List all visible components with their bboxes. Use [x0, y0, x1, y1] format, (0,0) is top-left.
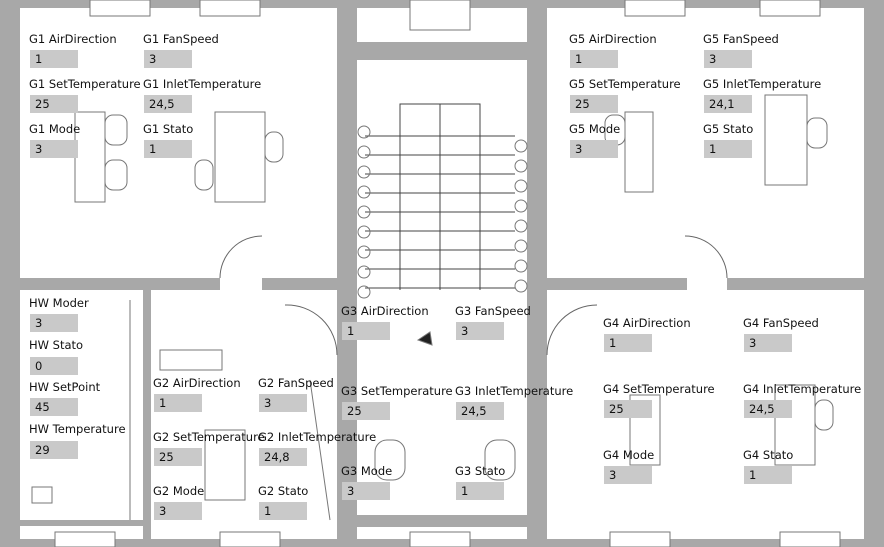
hw-setpoint-label: HW SetPoint	[29, 380, 101, 394]
g4-set-temperature-value: 25	[604, 400, 652, 418]
g5-air-direction-label: G5 AirDirection	[569, 32, 657, 46]
g5-fan-speed-value: 3	[704, 50, 752, 68]
g5-set-temperature-label: G5 SetTemperature	[569, 77, 681, 91]
g1-mode-label: G1 Mode	[29, 122, 81, 136]
doors	[219, 235, 728, 356]
g4-inlet-temperature-label: G4 InletTemperature	[743, 382, 862, 396]
g5-air-direction-value: 1	[570, 50, 618, 68]
g3-inlet-temperature-value: 24,5	[456, 402, 504, 420]
g1-mode-value: 3	[30, 140, 78, 158]
g1-set-temperature-label: G1 SetTemperature	[29, 77, 141, 91]
g2-inlet-temperature-label: G2 InletTemperature	[258, 430, 377, 444]
g4-stato-value: 1	[744, 466, 792, 484]
g4-set-temperature-label: G4 SetTemperature	[603, 382, 715, 396]
g3-mode-label: G3 Mode	[341, 464, 393, 478]
hw-setpoint-value: 45	[30, 398, 78, 416]
g4-fan-speed-value: 3	[744, 334, 792, 352]
g3-set-temperature-label: G3 SetTemperature	[341, 384, 453, 398]
g1-fan-speed-value: 3	[144, 50, 192, 68]
g1-inlet-temperature-label: G1 InletTemperature	[143, 77, 262, 91]
g5-inlet-temperature-value: 24,1	[704, 95, 752, 113]
hw-stato-label: HW Stato	[29, 338, 84, 352]
hw-moder-label: HW Moder	[29, 296, 89, 310]
g5-stato-value: 1	[704, 140, 752, 158]
g2-set-temperature-value: 25	[154, 448, 202, 466]
g3-stato-value: 1	[456, 482, 504, 500]
g2-fan-speed-label: G2 FanSpeed	[258, 376, 334, 390]
g1-set-temperature-value: 25	[30, 95, 78, 113]
g2-air-direction-label: G2 AirDirection	[153, 376, 241, 390]
g4-mode-value: 3	[604, 466, 652, 484]
g5-mode-value: 3	[570, 140, 618, 158]
hw-temperature-label: HW Temperature	[29, 422, 126, 436]
g2-mode-label: G2 Mode	[153, 484, 205, 498]
g2-stato-value: 1	[259, 502, 307, 520]
g3-fan-speed-label: G3 FanSpeed	[455, 304, 531, 318]
g1-stato-value: 1	[144, 140, 192, 158]
windows	[54, 0, 841, 547]
g4-air-direction-label: G4 AirDirection	[603, 316, 691, 330]
g3-fan-speed-value: 3	[456, 322, 504, 340]
g2-inlet-temperature-value: 24,8	[259, 448, 307, 466]
g5-mode-label: G5 Mode	[569, 122, 621, 136]
g1-air-direction-label: G1 AirDirection	[29, 32, 117, 46]
g3-stato-label: G3 Stato	[455, 464, 506, 478]
g4-stato-label: G4 Stato	[743, 448, 794, 462]
g4-mode-label: G4 Mode	[603, 448, 655, 462]
g2-fan-speed-value: 3	[259, 394, 307, 412]
g2-set-temperature-label: G2 SetTemperature	[153, 430, 265, 444]
g5-fan-speed-label: G5 FanSpeed	[703, 32, 779, 46]
g4-fan-speed-label: G4 FanSpeed	[743, 316, 819, 330]
g2-mode-value: 3	[154, 502, 202, 520]
g5-stato-label: G5 Stato	[703, 122, 754, 136]
g3-air-direction-label: G3 AirDirection	[341, 304, 429, 318]
g5-inlet-temperature-label: G5 InletTemperature	[703, 77, 822, 91]
hw-stato-value: 0	[30, 357, 78, 375]
g3-air-direction-value: 1	[342, 322, 390, 340]
g1-inlet-temperature-value: 24,5	[144, 95, 192, 113]
g4-inlet-temperature-value: 24,5	[744, 400, 792, 418]
staircase	[365, 103, 515, 290]
g2-stato-label: G2 Stato	[258, 484, 309, 498]
g1-stato-label: G1 Stato	[143, 122, 194, 136]
stair-rail-circles	[357, 125, 528, 299]
g2-air-direction-value: 1	[154, 394, 202, 412]
g1-fan-speed-label: G1 FanSpeed	[143, 32, 219, 46]
hw-moder-value: 3	[30, 314, 78, 332]
g4-air-direction-value: 1	[604, 334, 652, 352]
g3-inlet-temperature-label: G3 InletTemperature	[455, 384, 574, 398]
g3-mode-value: 3	[342, 482, 390, 500]
g3-set-temperature-value: 25	[342, 402, 390, 420]
g1-air-direction-value: 1	[30, 50, 78, 68]
g5-set-temperature-value: 25	[570, 95, 618, 113]
hw-temperature-value: 29	[30, 441, 78, 459]
